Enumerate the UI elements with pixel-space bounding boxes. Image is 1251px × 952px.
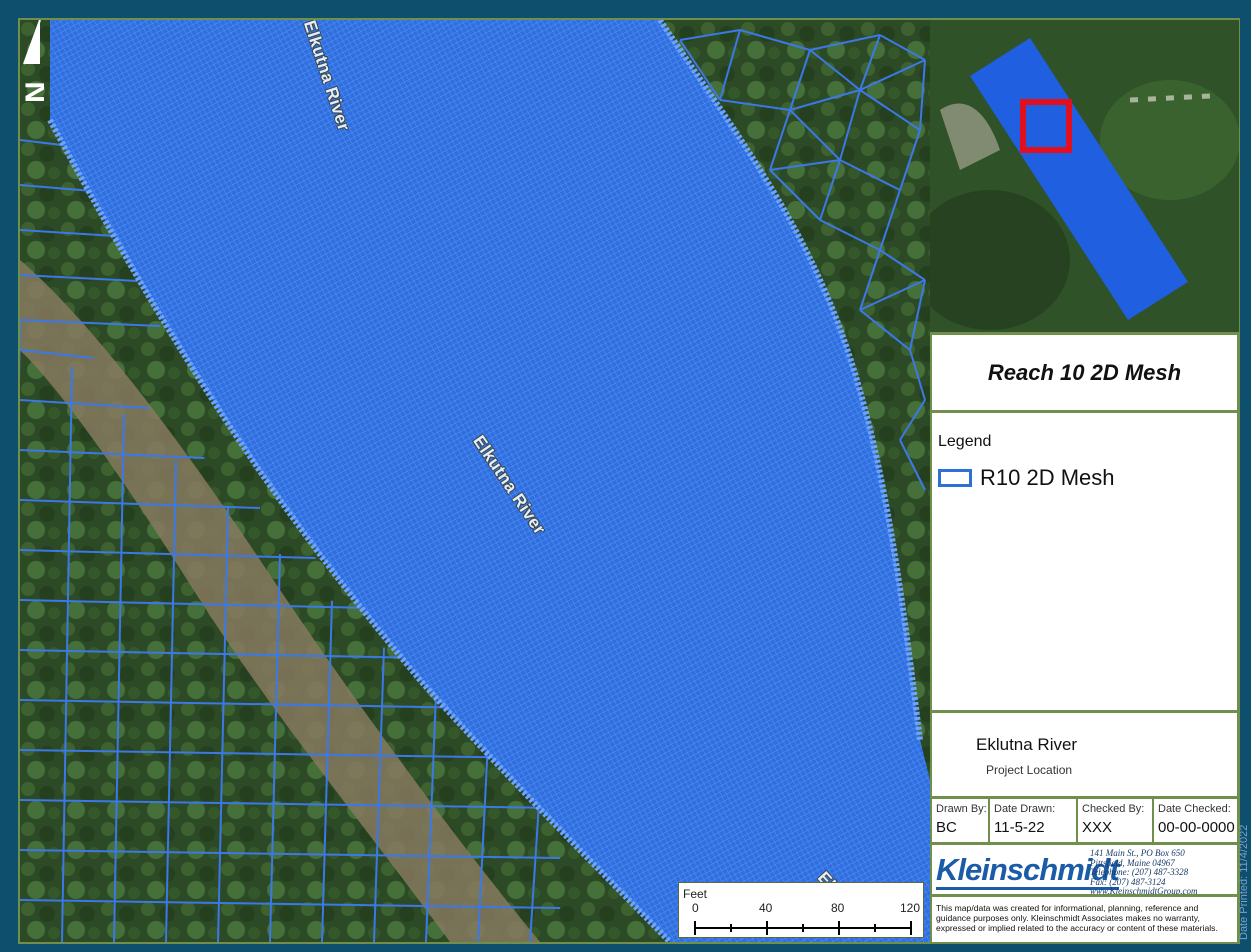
date-printed: Date Printed: 11/4/2022	[1238, 800, 1251, 940]
meta-label: Drawn By:	[936, 803, 987, 815]
river-mesh-edge-right	[657, 20, 923, 741]
address-line: Pittsfield, Maine 04967	[1090, 857, 1175, 868]
legend-title: Legend	[938, 433, 992, 450]
address-line: Telephone: (207) 487-3328	[1090, 867, 1189, 877]
scale-tick-120: 120	[900, 901, 921, 915]
legend-item-label: R10 2D Mesh	[980, 465, 1115, 490]
location-panel: Eklutna River Project Location	[932, 710, 1237, 796]
coarse-mesh	[20, 29, 926, 942]
company-logo: Kleinschmidt	[936, 853, 1120, 890]
company-address: 141 Main St., PO Box 650 Pittsfield, Mai…	[1090, 848, 1198, 897]
north-arrow-icon: N	[20, 20, 44, 103]
meta-value: 00-00-0000	[1158, 819, 1235, 836]
meta-label: Date Drawn:	[994, 803, 1056, 815]
side-panel: Reach 10 2D Mesh Legend R10 2D Mesh Eklu…	[930, 20, 1239, 942]
scale-bar: Feet 0 40 80 120	[678, 882, 924, 938]
legend-swatch-icon	[938, 469, 972, 487]
disclaimer-panel: This map/data was created for informatio…	[932, 894, 1237, 942]
meta-value: BC	[936, 819, 957, 836]
meta-value: 11-5-22	[994, 819, 1045, 836]
title-panel: Reach 10 2D Mesh	[932, 332, 1237, 410]
inset-highlight-box	[1020, 99, 1072, 153]
legend-panel: Legend R10 2D Mesh	[932, 410, 1237, 710]
scale-tick-40: 40	[759, 901, 773, 915]
scale-tick-80: 80	[831, 901, 845, 915]
scale-tick-0: 0	[692, 901, 699, 915]
trail-path	[20, 260, 540, 942]
meta-drawn-by: Drawn By: BC	[932, 799, 990, 842]
meta-value: XXX	[1082, 819, 1113, 836]
address-line: www.KleinschmidtGroup.com	[1090, 886, 1198, 896]
river-mesh-grid	[50, 20, 930, 942]
inset-map[interactable]	[930, 20, 1239, 332]
address-line: Fax: (207) 487-3124	[1090, 876, 1166, 887]
meta-date-checked: Date Checked: 00-00-0000	[1154, 799, 1237, 842]
main-map[interactable]: Elkutna River Elkutna River Elk N Feet 0…	[20, 20, 930, 942]
scale-unit: Feet	[683, 887, 708, 901]
meta-label: Checked By:	[1082, 803, 1145, 815]
meta-checked-by: Checked By: XXX	[1078, 799, 1154, 842]
inset-canvas	[930, 20, 1239, 332]
north-letter: N	[20, 81, 44, 103]
river-mesh-edge	[47, 118, 673, 942]
location-name: Eklutna River	[976, 735, 1078, 754]
meta-panel: Drawn By: BC Date Drawn: 11-5-22 Checked…	[932, 796, 1237, 842]
company-panel: Kleinschmidt 141 Main St., PO Box 650 Pi…	[932, 842, 1237, 897]
address-line: 141 Main St., PO Box 650	[1090, 848, 1185, 858]
disclaimer-text: This map/data was created for informatio…	[936, 903, 1218, 933]
legend-item-r10-mesh: R10 2D Mesh	[938, 465, 1115, 491]
meta-label: Date Checked:	[1158, 803, 1231, 815]
map-title: Reach 10 2D Mesh	[987, 359, 1182, 385]
meta-date-drawn: Date Drawn: 11-5-22	[990, 799, 1078, 842]
location-subtitle: Project Location	[986, 763, 1073, 777]
map-canvas[interactable]	[20, 20, 930, 942]
date-printed-text: Date Printed: 11/4/2022	[1238, 824, 1250, 940]
scale-line	[694, 921, 912, 935]
